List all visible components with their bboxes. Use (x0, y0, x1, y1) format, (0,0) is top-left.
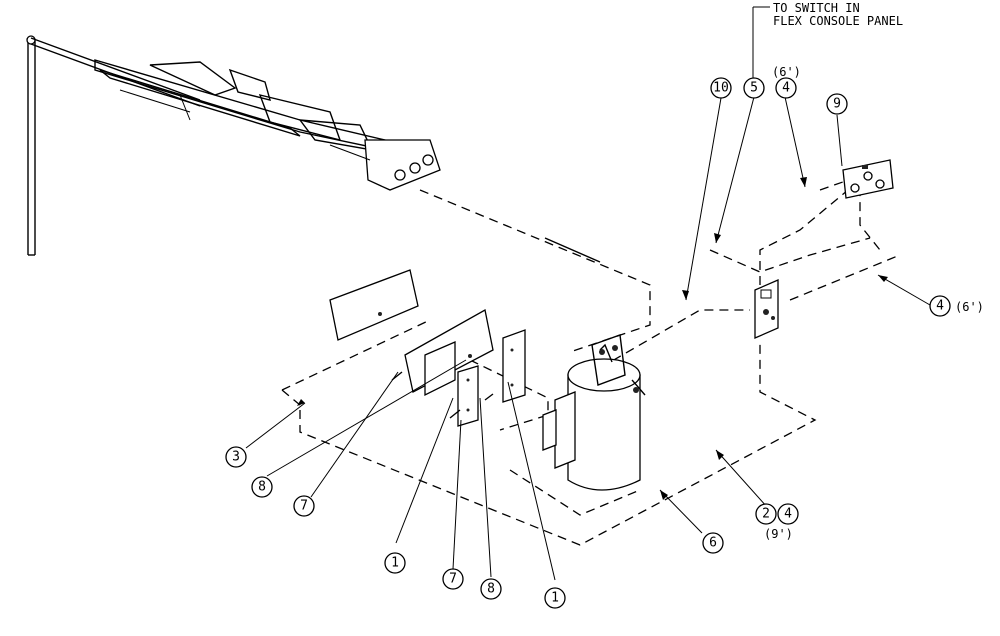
balloon-8-bottom: 8 (480, 578, 502, 600)
balloon-2: 2 (755, 503, 777, 525)
length-top: (6') (772, 65, 801, 79)
balloon-8-left: 8 (251, 476, 273, 498)
balloon-1-left: 1 (384, 552, 406, 574)
balloon-5: 5 (743, 77, 765, 99)
note-line-1: TO SWITCH IN (773, 1, 860, 15)
balloon-6: 6 (702, 532, 724, 554)
junction-plate (754, 279, 779, 339)
balloon-10: 10 (710, 77, 732, 99)
svg-text:5: 5 (750, 81, 758, 96)
length-bottom: (9') (764, 527, 793, 541)
svg-text:6: 6 (709, 536, 717, 551)
svg-text:3: 3 (232, 450, 240, 465)
balloon-7-bottom: 7 (442, 568, 464, 590)
boom-assembly (26, 35, 441, 256)
svg-text:7: 7 (449, 572, 457, 587)
control-panel (842, 159, 894, 199)
balloon-4-top: 4 (775, 77, 797, 99)
svg-text:4: 4 (784, 507, 792, 522)
balloon-3: 3 (225, 446, 247, 468)
balloon-7-left: 7 (293, 495, 315, 517)
note-line-2: FLEX CONSOLE PANEL (773, 14, 903, 28)
svg-text:1: 1 (551, 591, 559, 606)
svg-text:2: 2 (762, 507, 770, 522)
svg-text:8: 8 (487, 582, 495, 597)
svg-text:4: 4 (782, 81, 790, 96)
leaders (245, 6, 931, 581)
svg-text:1: 1 (391, 556, 399, 571)
balloon-4-bottom: 4 (777, 503, 799, 525)
svg-text:8: 8 (258, 480, 266, 495)
length-right: (6') (955, 300, 984, 314)
svg-text:10: 10 (713, 81, 729, 96)
svg-text:4: 4 (936, 299, 944, 314)
reservoir-tank (542, 334, 646, 491)
balloon-9: 9 (826, 93, 848, 115)
balloon-1-right: 1 (544, 587, 566, 609)
svg-text:9: 9 (833, 97, 841, 112)
svg-text:7: 7 (300, 499, 308, 514)
mounting-brackets (329, 269, 526, 427)
balloon-4-right: 4 (929, 295, 951, 317)
